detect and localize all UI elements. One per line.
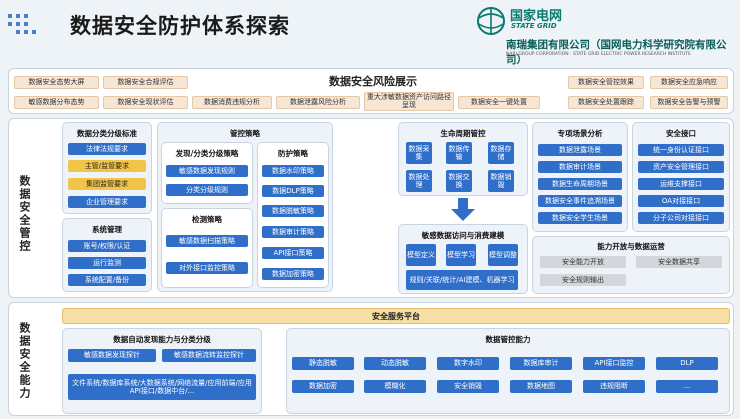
- lifecycle-item: 数据传输: [446, 142, 472, 164]
- scenario-item: 数据安全事件追溯场景: [538, 195, 622, 207]
- risk-item: 敏感数据分布态势: [14, 96, 99, 109]
- risk-item: 重大涉敏数据资产访问路径呈现: [364, 92, 454, 111]
- security-interface-title: 安全接口: [666, 129, 696, 138]
- interface-item: 统一身份认证接口: [638, 144, 724, 156]
- system-management-title: 系统管理: [92, 225, 122, 234]
- interface-item: 运维支撑接口: [638, 178, 724, 190]
- classification-item: 集团监管要求: [68, 178, 146, 190]
- open-operations-item: 安全数据共享: [636, 256, 722, 268]
- open-operations-title: 能力开放与数据运营: [597, 242, 665, 251]
- strategy-item: 分类分级规则: [166, 184, 248, 196]
- risk-item: 数据泄露风险分析: [276, 96, 360, 109]
- discover-strategy-title: 发现/分类分级策略: [175, 149, 239, 158]
- capability-item: 违规阻断: [583, 380, 645, 393]
- interface-item: 分子公司对接接口: [638, 212, 724, 224]
- discover-probe: 敏感数据发现探针: [68, 349, 156, 362]
- security-service-platform: 安全服务平台: [62, 308, 730, 324]
- strategy-item: 数据审计策略: [262, 226, 324, 238]
- strategy-item: 数据脱敏策略: [262, 205, 324, 217]
- detect-strategy-title: 检测策略: [192, 215, 222, 224]
- scenario-item: 数据泄露场景: [538, 144, 622, 156]
- system-management-item: 账号/权限/认证: [68, 240, 146, 252]
- data-sources: 文件系统/数据库系统/大数据系统/网络流量/应用前端/应用API接口/数据中台/…: [68, 374, 256, 400]
- interface-item: OA对接接口: [638, 195, 724, 207]
- scenario-item: 数据审计场景: [538, 161, 622, 173]
- risk-item: 数据安全告警与预警: [650, 96, 728, 109]
- down-arrow-icon: [451, 198, 475, 221]
- strategy-item: API接口策略: [262, 247, 324, 259]
- lifecycle-item: 数据交换: [446, 170, 472, 192]
- system-management-item: 运行监测: [68, 257, 146, 269]
- model-item: 模型调整: [488, 244, 518, 266]
- protect-strategy-title: 防护策略: [278, 149, 308, 158]
- capability-item: 数字水印: [437, 357, 499, 370]
- capability-item: API接口监控: [583, 357, 645, 370]
- capability-section-label: 数据安全能力: [18, 322, 31, 400]
- risk-item: 数据安全管控效果: [568, 76, 644, 89]
- sensitive-access-title: 敏感数据访问与消费建模: [421, 231, 505, 240]
- protect-capability-title: 数据管控能力: [485, 335, 531, 344]
- capability-item: 数据加密: [292, 380, 354, 393]
- system-management-item: 系统配置/备份: [68, 274, 146, 286]
- interface-item: 资产安全管理接口: [638, 161, 724, 173]
- risk-item: 数据安全一键处置: [458, 96, 540, 109]
- capability-item: 模糊化: [364, 380, 426, 393]
- classification-item: 法律法规要求: [68, 143, 146, 155]
- model-item: 规则/关联/统计/AI建模、机器学习: [406, 270, 518, 290]
- brand-name-en: STATE GRID: [511, 22, 557, 30]
- control-strategy-title: 管控策略: [230, 129, 260, 138]
- risk-item: 数据安全应急响应: [650, 76, 728, 89]
- capability-item: 动态脱敏: [364, 357, 426, 370]
- strategy-item: 数据水印策略: [262, 165, 324, 177]
- model-item: 模型学习: [446, 244, 476, 266]
- protect-capability-box: 数据管控能力: [286, 328, 730, 414]
- discover-probe: 敏感数据流转监控探针: [162, 349, 256, 362]
- risk-item: 数据安全合规评估: [103, 76, 188, 89]
- strategy-item: 敏感数据扫描策略: [166, 235, 248, 247]
- risk-item: 数据安全处置跟踪: [568, 96, 644, 109]
- auto-discover-title: 数据自动发现能力与分类分级: [113, 335, 211, 344]
- capability-item: 数据库审计: [510, 357, 572, 370]
- lifecycle-item: 数据处理: [406, 170, 432, 192]
- organization-name-en: NARI GROUP CORPORATION · STATE GRID ELEC…: [506, 52, 691, 57]
- capability-item: 安全销毁: [437, 380, 499, 393]
- risk-item: 数据消费违规分析: [192, 96, 272, 109]
- open-operations-item: 安全规则输出: [540, 274, 626, 286]
- strategy-item: 数据DLP策略: [262, 185, 324, 197]
- strategy-item: 敏感数据发现规则: [166, 165, 248, 177]
- classification-item: 企业管理要求: [68, 196, 146, 208]
- lifecycle-item: 数据存储: [488, 142, 514, 164]
- classification-title: 数据分类分级标准: [77, 129, 137, 138]
- scenario-item: 数据生命周期场景: [538, 178, 622, 190]
- organization-name: 南瑞集团有限公司（国网电力科学研究院有限公司）: [506, 39, 727, 66]
- auto-discover-box: 数据自动发现能力与分类分级: [62, 328, 262, 414]
- lifecycle-title: 生命周期管控: [440, 129, 486, 138]
- model-item: 模型定义: [406, 244, 436, 266]
- brand-name: 国家电网: [510, 9, 563, 24]
- page-title: 数据安全防护体系探索: [70, 14, 290, 38]
- open-operations-item: 安全能力开放: [540, 256, 626, 268]
- capability-item: 静态脱敏: [292, 357, 354, 370]
- scenario-analysis-title: 专项场景分析: [557, 129, 603, 138]
- state-grid-logo-icon: [477, 7, 505, 35]
- risk-item: 数据安全现状评估: [103, 96, 188, 109]
- control-section-label: 数据安全管控: [18, 175, 31, 253]
- capability-item: ...: [656, 380, 718, 393]
- lifecycle-item: 数据销毁: [488, 170, 514, 192]
- strategy-item: 对外接口监控策略: [166, 262, 248, 274]
- strategy-item: 数据加密策略: [262, 268, 324, 280]
- risk-item: 数据安全态势大屏: [14, 76, 99, 89]
- lifecycle-item: 数据采集: [406, 142, 432, 164]
- scenario-item: 数据安全学生场景: [538, 212, 622, 224]
- decorative-dots: [8, 14, 48, 44]
- detect-strategy-box: 检测策略: [161, 208, 253, 288]
- classification-item: 主管/监管要求: [68, 160, 146, 172]
- capability-item: DLP: [656, 357, 718, 370]
- risk-display-title: 数据安全风险展示: [329, 75, 417, 88]
- capability-item: 数据地图: [510, 380, 572, 393]
